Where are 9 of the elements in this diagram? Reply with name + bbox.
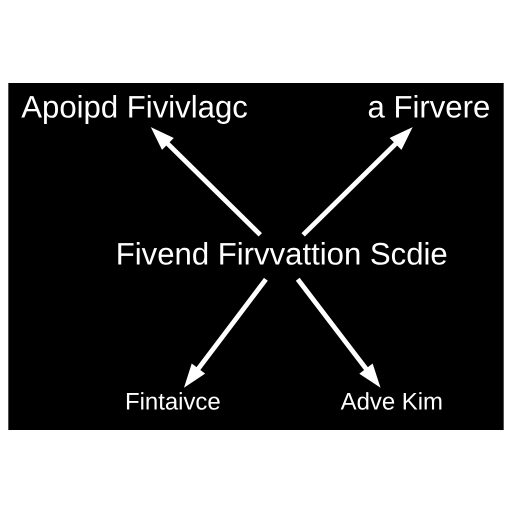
arrow (184, 277, 268, 388)
node-text: a Firvere (368, 88, 490, 124)
arrow (150, 126, 262, 236)
node-text: Fivend Firvvattion Scdie (116, 236, 448, 272)
arrow (296, 277, 381, 388)
node-text: Fintaivce (124, 388, 221, 416)
node-text: Adve Kim (340, 388, 443, 416)
node-text: Apoipd Fivivlagc (21, 88, 248, 124)
arrow (301, 126, 413, 236)
